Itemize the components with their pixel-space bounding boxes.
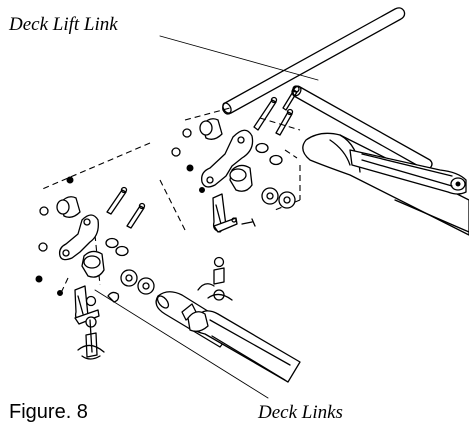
lower-shaft xyxy=(155,283,301,383)
deck-links-label: Deck Links xyxy=(258,402,343,423)
lower-bracket-assembly xyxy=(35,176,155,360)
alignment-dashes xyxy=(39,107,301,296)
cotter-pin-top xyxy=(282,85,300,111)
lift-handle-tube xyxy=(302,132,469,236)
leader-line-lift-link xyxy=(159,35,319,81)
figure-caption: Figure. 8 xyxy=(9,401,88,423)
upper-bracket-assembly xyxy=(171,96,296,301)
deck-lift-link-label: Deck Lift Link xyxy=(9,14,118,35)
leader-line-deck-links xyxy=(94,289,269,399)
